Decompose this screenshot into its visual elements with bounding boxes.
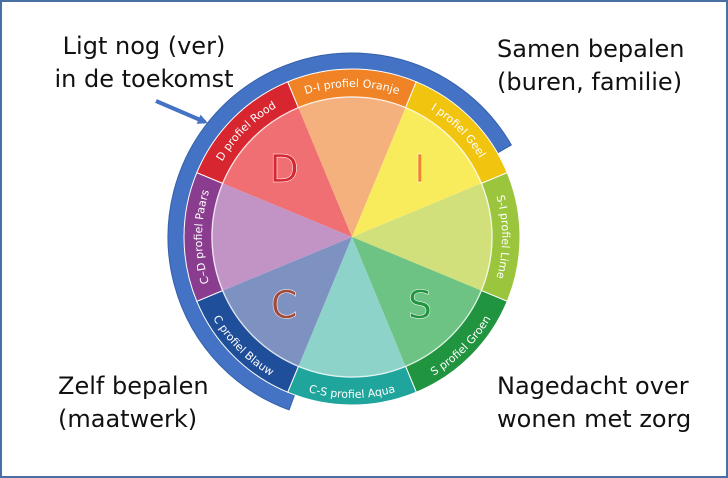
corner-line: Ligt nog (ver) [62,32,226,60]
segment-label: S-I profiel Lime [493,194,512,281]
corner-line: (maatwerk) [58,405,198,433]
segment-label-text: C-S profiel Aqua [308,382,397,401]
profile-slice [298,237,406,377]
profile-slice [352,183,492,291]
disc-letters: D I S C [269,147,432,327]
corner-text-bottom-left: Zelf bepalen (maatwerk) [58,370,209,436]
profile-slices [212,97,492,377]
segment-label-text: S-I profiel Lime [493,194,512,281]
profile-slice [222,107,352,238]
corner-line: wonen met zorg [497,405,692,433]
corner-line: Zelf bepalen [58,372,209,400]
corner-line: Samen bepalen [497,35,685,63]
corner-line: (buren, familie) [497,68,683,96]
profile-slice [212,183,352,291]
corner-line: in de toekomst [54,65,234,93]
disc-letter-c: C [271,283,298,327]
profile-slice [352,237,482,367]
corner-text-top-left: Ligt nog (ver) in de toekomst [44,30,244,96]
pointer-arrow [155,99,208,124]
disc-letter-s: S [408,283,432,327]
profile-slice [298,97,406,237]
disc-letter-d: D [269,147,298,191]
segment-label: C-S profiel Aqua [308,382,397,401]
corner-text-top-right: Samen bepalen (buren, familie) [497,33,685,99]
corner-text-bottom-right: Nagedacht over wonen met zorg [497,370,691,436]
corner-line: Nagedacht over [497,372,689,400]
disc-letter-i: I [414,147,425,191]
inner-circle-outline [211,96,493,378]
profile-ring [183,68,521,406]
profile-slice [222,237,352,367]
profile-slice [352,107,482,238]
